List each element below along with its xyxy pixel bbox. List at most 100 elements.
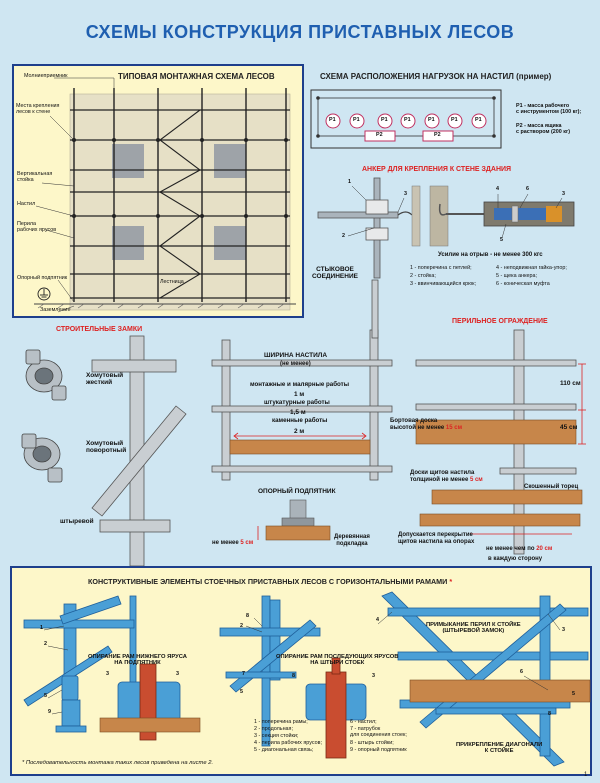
railing-overlap-mid: не менее чем по 20 см — [486, 546, 553, 552]
label-support-base: Опорный подпятник — [17, 275, 68, 281]
next-tiers-caption: ОПИРАНИЕ РАМ ПОСЛЕДУЮЩИХ ЯРУСОВ НА ШТЫРИ… — [276, 654, 399, 667]
anchor-item-1: 1 - поперечина с петлей; — [410, 265, 472, 271]
clamp-fixed-icon — [25, 349, 67, 401]
legend-left-4: 4 - перила рабочих ярусов; — [254, 740, 322, 746]
deck-row-1-work: монтажные и малярные работы — [250, 381, 349, 388]
label-lightning-rod: Молниеприемник — [24, 73, 68, 79]
base-drawing — [257, 499, 331, 541]
locks-heading: СТРОИТЕЛЬНЫЕ ЗАМКИ — [56, 326, 143, 333]
elem-num: 5 — [572, 691, 575, 697]
deck-row-3-value: 2 м — [294, 428, 305, 435]
label-railing: Перила рабочих ярусов — [17, 221, 57, 233]
load-p1: P1 — [475, 117, 482, 123]
load-p1: P1 — [381, 117, 388, 123]
railing-overlap: Допускается перекрытие щитов настила на … — [398, 532, 475, 545]
footnote: * Последовательность монтажа таких лесов… — [22, 760, 214, 766]
elem-num: 5 — [240, 689, 243, 695]
legend-left-5: 5 - диагональная связь; — [254, 747, 314, 753]
anchor-item-5: 5 - щека анкера; — [496, 273, 538, 279]
load-p1: P1 — [404, 117, 411, 123]
elem-num: 3 — [106, 671, 109, 677]
anchor-heading: АНКЕР ДЛЯ КРЕПЛЕНИЯ К СТЕНЕ ЗДАНИЯ — [362, 166, 512, 173]
lower-tier-caption: ОПИРАНИЕ РАМ НИЖНЕГО ЯРУСА НА ПОДПЯТНИК — [88, 654, 187, 667]
legend-left-1: 1 - поперечина рамы; — [254, 719, 308, 725]
railing-side-board: Бортовая доска высотой не менее 15 см — [390, 418, 463, 431]
anchor-item-6: 6 - коническая муфта — [496, 281, 550, 287]
railing-deck-boards: Доски щитов настила толщиной не менее 5 … — [410, 470, 483, 483]
legend-left-2: 2 - продольная; — [254, 726, 293, 732]
deck-row-2-value: 1,5 м — [290, 409, 306, 416]
typical-scheme-heading: ТИПОВАЯ МОНТАЖНАЯ СХЕМА ЛЕСОВ — [118, 72, 275, 81]
anchor-force: Усилие на отрыв - не менее 300 кгс — [438, 252, 543, 258]
anchor-n3: 3 — [404, 191, 407, 197]
elem-num: 3 — [562, 627, 565, 633]
label-wall-anchor: Места крепления лесов к стене — [16, 103, 60, 115]
locks-swivel-clamp: Хомутовый поворотный — [86, 440, 127, 455]
load-p2: P2 — [376, 132, 383, 138]
label-deck: Настил — [17, 201, 36, 207]
load-p1: P1 — [451, 117, 458, 123]
label-ladder: Лестница — [160, 279, 184, 285]
deck-width-sub: (не менее) — [280, 361, 311, 367]
elements-heading: КОНСТРУКТИВНЫЕ ЭЛЕМЕНТЫ СТОЕЧНЫХ ПРИСТАВ… — [88, 577, 453, 586]
elem-num: 2 — [44, 641, 47, 647]
load-legend-p1: P1 - масса рабочего с инструментом (100 … — [516, 103, 582, 115]
page-title: СХЕМЫ КОНСТРУКЦИЯ ПРИСТАВНЫХ ЛЕСОВ — [85, 22, 515, 42]
railing-heading: ПЕРИЛЬНОЕ ОГРАЖДЕНИЕ — [452, 318, 548, 325]
anchor-n1: 1 — [348, 179, 351, 185]
railing-dim-45: 45 см — [560, 424, 578, 431]
base-pad: Деревянная подкладка — [334, 534, 370, 547]
elem-num: 6 — [520, 669, 523, 675]
anchor-n2: 2 — [342, 233, 345, 239]
legend-right-7: 7 - патрубок для соединения стоек; — [350, 726, 407, 738]
elem-num: 2 — [240, 623, 243, 629]
anchor-n5: 5 — [500, 237, 503, 243]
elem-num: 1 — [40, 625, 43, 631]
elem-num: 8 — [548, 711, 551, 717]
legend-right-9: 9 - опорный подпятник — [350, 747, 407, 753]
elem-num: 9 — [48, 709, 51, 715]
typical-scheme-drawing — [34, 77, 296, 313]
label-vertical-post: Вертикальная стойка — [17, 171, 53, 183]
grounding-icon — [37, 287, 51, 301]
elem-num: 4 — [376, 617, 379, 623]
load-p1: P1 — [329, 117, 336, 123]
railing-dim-110: 110 см — [560, 380, 581, 387]
legend-left-3: 3 - секция стойки; — [254, 733, 299, 739]
deck-row-3-work: каменные работы — [272, 417, 328, 424]
elem-num: 7 — [242, 671, 245, 677]
locks-pin: штыревой — [60, 518, 94, 525]
elem-num: 5 — [44, 693, 47, 699]
next-tiers-detail — [305, 657, 367, 759]
anchor-n3b: 3 — [562, 191, 565, 197]
load-scheme-heading: СХЕМА РАСПОЛОЖЕНИЯ НАГРУЗОК НА НАСТИЛ (п… — [320, 72, 552, 81]
deck-row-1-value: 1 м — [294, 391, 305, 398]
anchor-item-3: 3 - ввинчивающийся крюк; — [410, 281, 476, 287]
clamp-swivel-icon — [21, 433, 63, 483]
locks-fixed-clamp: Хомутовый жесткий — [86, 372, 124, 387]
base-heading: ОПОРНЫЙ ПОДПЯТНИК — [258, 488, 336, 495]
lower-tier-detail — [99, 663, 201, 741]
railing-bevel: Скошенный торец — [524, 484, 579, 490]
deck-row-2-work: штукатурные работы — [264, 399, 330, 406]
elem-num: 8 — [246, 613, 249, 619]
load-p1: P1 — [353, 117, 360, 123]
anchor-n4: 4 — [496, 186, 499, 192]
elem-num: 3 — [372, 673, 375, 679]
page-number: 1 — [584, 772, 588, 778]
diagonal-caption: ПРИКРЕПЛЕНИЕ ДИАГОНАЛИ К СТОЙКЕ — [456, 742, 543, 755]
railing-overlap-end: в каждую сторону — [488, 556, 543, 562]
legend-right-6: 6 - настил; — [350, 719, 377, 725]
load-p2: P2 — [434, 132, 441, 138]
elem-num: 3 — [176, 671, 179, 677]
anchor-item-4: 4 - неподвижная гайка-упор; — [496, 265, 567, 271]
label-grounding: Заземление — [40, 307, 71, 313]
typical-scheme-panel: ТИПОВАЯ МОНТАЖНАЯ СХЕМА ЛЕСОВ — [12, 64, 304, 318]
legend-right-8: 8 - штырь стойки; — [350, 740, 394, 746]
anchor-item-2: 2 - стойка; — [410, 273, 436, 279]
joint-label: СТЫКОВОЕ СОЕДИНЕНИЕ — [312, 266, 358, 281]
anchor-n6: 6 — [526, 186, 529, 192]
